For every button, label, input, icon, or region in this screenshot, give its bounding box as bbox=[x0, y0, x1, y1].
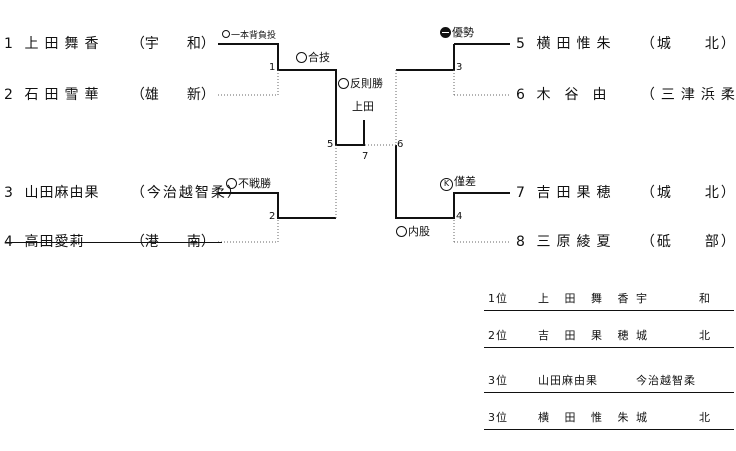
entry-seed: 5 bbox=[516, 36, 525, 52]
winner-line-7 bbox=[395, 145, 510, 219]
entry-name: 上田舞香 bbox=[24, 36, 105, 52]
entry-name: 吉田果穂 bbox=[536, 185, 617, 201]
entry-seed: 7 bbox=[516, 185, 525, 201]
standing-team: 今治越智柔 bbox=[636, 374, 696, 387]
standing-row-2: 2位 吉 田 果 穂 城 北 bbox=[484, 327, 734, 348]
result-label-m1: 一本背負投 bbox=[222, 30, 276, 42]
match-number-6: 6 bbox=[397, 139, 404, 150]
entry-team: （城 北） bbox=[640, 185, 736, 201]
circle-icon bbox=[222, 30, 230, 38]
standing-rank: 1位 bbox=[488, 292, 508, 305]
k-circle-icon: K bbox=[440, 178, 453, 191]
result-label-m6: 内股 bbox=[396, 226, 430, 238]
standing-name: 吉 田 果 穂 bbox=[538, 329, 635, 342]
standing-rank: 3位 bbox=[488, 374, 508, 387]
match-number-2: 2 bbox=[269, 211, 276, 222]
entry-3: 3 山田麻由果 （今治越智柔） bbox=[4, 183, 243, 203]
standing-row-4: 3位 横 田 惟 朱 城 北 bbox=[484, 409, 734, 430]
match-number-4: 4 bbox=[456, 211, 463, 222]
standing-name: 上 田 舞 香 bbox=[538, 292, 635, 305]
standing-team: 城 北 bbox=[636, 329, 720, 342]
match-number-7: 7 bbox=[362, 151, 369, 162]
entry-seed: 2 bbox=[4, 87, 13, 103]
final-right bbox=[364, 70, 397, 146]
circle-icon bbox=[296, 52, 307, 63]
entry-name: 山田麻由果 bbox=[24, 185, 100, 201]
entry-name: 木谷由 bbox=[536, 87, 621, 103]
withdrawn-strike bbox=[6, 242, 222, 243]
entry-name: 三原綾夏 bbox=[536, 234, 617, 250]
entry-name: 横田惟朱 bbox=[536, 36, 617, 52]
entry-seed: 1 bbox=[4, 36, 13, 52]
entry-8: 8 三原綾夏 （砥 部） bbox=[516, 232, 736, 252]
winner-label: 上田 bbox=[352, 100, 374, 113]
circle-icon bbox=[226, 178, 237, 189]
entry-name: 石田雪華 bbox=[24, 87, 105, 103]
entry-1: 1 上田舞香 （宇 和） bbox=[4, 34, 215, 54]
entry-seed: 3 bbox=[4, 185, 13, 201]
result-label-m5: 優勢 bbox=[440, 27, 474, 39]
winner-line-3 bbox=[218, 192, 336, 219]
standing-rank: 3位 bbox=[488, 411, 508, 424]
result-label-m3: 反則勝 bbox=[338, 78, 383, 90]
entry-2: 2 石田雪華 （雄 新） bbox=[4, 85, 215, 105]
entry-5: 5 横田惟朱 （城 北） bbox=[516, 34, 736, 54]
entry-4: 4 高田愛莉 （港 南） bbox=[4, 232, 222, 252]
circle-icon bbox=[338, 78, 349, 89]
standing-team: 城 北 bbox=[636, 411, 720, 424]
standing-name: 横 田 惟 朱 bbox=[538, 411, 635, 424]
entry-team: （今治越智柔） bbox=[130, 185, 243, 201]
entry-seed: 6 bbox=[516, 87, 525, 103]
standing-rank: 2位 bbox=[488, 329, 508, 342]
match-number-5: 5 bbox=[327, 139, 334, 150]
standing-row-1: 1位 上 田 舞 香 宇 和 bbox=[484, 290, 734, 311]
standing-team: 宇 和 bbox=[636, 292, 720, 305]
circle-icon bbox=[396, 226, 407, 237]
minus-circle-icon bbox=[440, 27, 451, 38]
winner-line-5b bbox=[396, 44, 455, 71]
loser-line-2 bbox=[218, 70, 279, 96]
loser-line-4 bbox=[218, 218, 279, 243]
match-number-3: 3 bbox=[456, 62, 463, 73]
entry-team: （宇 和） bbox=[130, 36, 215, 52]
entry-team: （砥 部） bbox=[640, 234, 736, 250]
result-label-m2: 合技 bbox=[296, 52, 330, 64]
entry-team: （三津浜柔） bbox=[640, 87, 736, 103]
result-label-m4: 不戦勝 bbox=[226, 178, 271, 190]
entry-seed: 8 bbox=[516, 234, 525, 250]
standing-name: 山田麻由果 bbox=[538, 374, 598, 387]
entry-team: （城 北） bbox=[640, 36, 736, 52]
winner-line-1 bbox=[218, 43, 365, 146]
match-number-1: 1 bbox=[269, 62, 276, 73]
standing-row-3: 3位 山田麻由果 今治越智柔 bbox=[484, 372, 734, 393]
entry-6: 6 木谷由 （三津浜柔） bbox=[516, 85, 736, 105]
entry-team: （雄 新） bbox=[130, 87, 215, 103]
entry-7: 7 吉田果穂 （城 北） bbox=[516, 183, 736, 203]
